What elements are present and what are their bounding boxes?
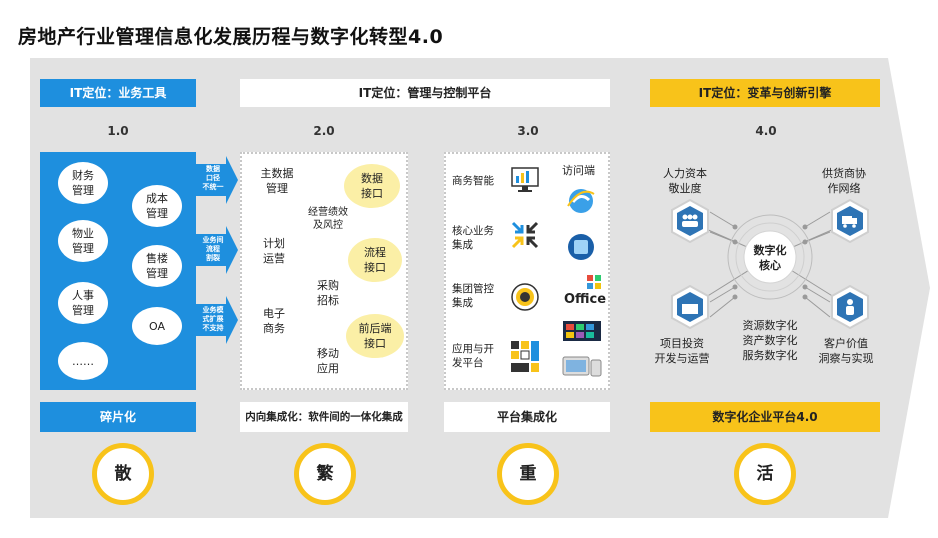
bubble-data-interface: 数据 接口	[344, 164, 400, 208]
version-1: 1.0	[107, 124, 129, 138]
stage3-panel: 商务智能 核心业务 集成 集团管控 集成 应用与开 发平台 访问端 Office	[444, 152, 610, 390]
module-oa: OA	[132, 307, 182, 345]
note-process-fragmented: 业务间 流程 割裂	[202, 236, 224, 262]
item-group-control-integration: 集团管控 集成	[452, 283, 494, 309]
stage2-3-header: IT定位：管理与控制平台	[240, 79, 610, 107]
stage1-connector-arrows	[196, 156, 238, 344]
keyword-complex: 繁	[294, 443, 356, 505]
item-mobile-app: 移动 应用	[317, 347, 339, 375]
node-project-investment: 项目投资 开发与运营	[654, 337, 710, 365]
version-2: 2.0	[313, 124, 335, 138]
digitalization-list: 资源数字化 资产数字化 服务数字化	[742, 319, 798, 362]
mobile-devices-icon	[562, 356, 602, 377]
stage1-footer: 碎片化	[40, 402, 196, 432]
note-model-unsupported: 业务模 式扩展 不支持	[202, 306, 224, 332]
item-business-intelligence: 商务智能	[452, 175, 494, 187]
module-cost: 成本 管理	[132, 185, 182, 227]
module-sales: 售楼 管理	[132, 245, 182, 287]
item-ecommerce: 电子 商务	[263, 307, 285, 335]
bubble-frontend-backend-interface: 前后端 接口	[346, 314, 404, 358]
module-property: 物业 管理	[58, 220, 108, 262]
item-dev-platform: 应用与开 发平台	[452, 343, 494, 369]
item-procurement: 采购 招标	[317, 279, 339, 307]
version-4: 4.0	[755, 124, 777, 138]
keyword-scattered: 散	[92, 443, 154, 505]
stage4-footer: 数字化企业平台4.0	[650, 402, 880, 432]
bubble-process-interface: 流程 接口	[348, 238, 402, 282]
item-performance-risk: 经营绩效 及风控	[308, 207, 348, 231]
digital-core-network-diagram	[671, 198, 869, 330]
item-plan-operation: 计划 运营	[263, 237, 285, 265]
ie-browser-icon	[567, 189, 595, 213]
node-human-capital: 人力资本 敬业度	[663, 167, 707, 195]
control-target-icon	[511, 283, 539, 311]
module-more: ……	[58, 342, 108, 380]
access-label: 访问端	[562, 164, 595, 177]
bi-monitor-icon	[511, 167, 539, 192]
stage2-footer: 内向集成化：软件间的一体化集成	[240, 402, 408, 432]
stage2-panel: 主数据 管理 数据 接口 经营绩效 及风控 计划 运营 流程 接口 采购 招标 …	[240, 152, 408, 390]
stage4-header: IT定位：变革与创新引擎	[650, 79, 880, 107]
item-core-business-integration: 核心业务 集成	[452, 225, 494, 251]
office-label: Office	[564, 292, 607, 307]
platform-blocks-icon	[511, 341, 539, 372]
integration-arrows-icon	[511, 221, 539, 249]
keyword-agile: 活	[734, 443, 796, 505]
keyword-heavy: 重	[497, 443, 559, 505]
node-supplier-network: 供货商协 作网络	[822, 167, 866, 195]
module-finance: 财务 管理	[58, 162, 108, 204]
digital-core-label: 数字化 核心	[753, 244, 787, 272]
note-data-inconsistent: 数据 口径 不统一	[202, 165, 224, 191]
item-master-data: 主数据 管理	[260, 167, 294, 195]
tablet-screen-icon	[563, 321, 601, 341]
module-hr: 人事 管理	[58, 282, 108, 324]
page-title: 房地产行业管理信息化发展历程与数字化转型4.0	[18, 26, 444, 48]
stage3-footer: 平台集成化	[444, 402, 610, 432]
stage1-panel: 财务 管理 成本 管理 物业 管理 售楼 管理 人事 管理 OA ……	[40, 152, 196, 390]
node-customer-value: 客户价值 洞察与实现	[818, 337, 874, 365]
version-3: 3.0	[517, 124, 539, 138]
stage1-header: IT定位：业务工具	[40, 79, 196, 107]
app-badge-icon	[568, 234, 594, 260]
office-logo-icon	[587, 275, 601, 289]
